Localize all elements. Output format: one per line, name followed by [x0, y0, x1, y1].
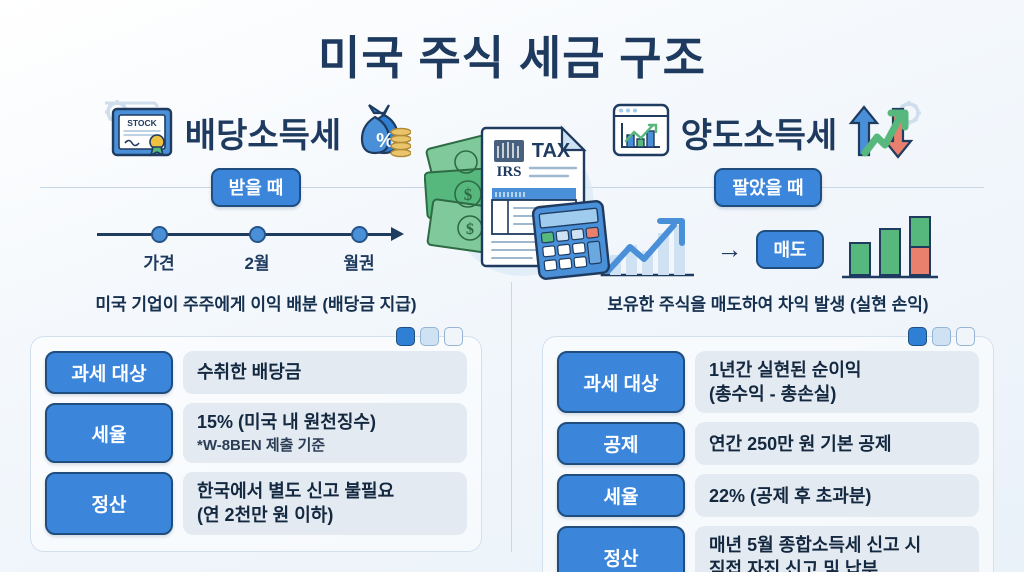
dividend-caption: 미국 기업이 주주에게 이익 배분 (배당금 지급) — [95, 295, 417, 314]
capital-gains-tax-column: 양도소득세 팔았을 때 — [512, 92, 1024, 572]
row-key: 과세 대상 — [45, 351, 173, 394]
table-row: 세율 15% (미국 내 원천징수) *W-8BEN 제출 기준 — [45, 403, 467, 464]
sell-flow: → 매도 — [538, 211, 998, 288]
table-row: 세율 22% (공제 후 초과분) — [557, 474, 979, 518]
svg-text:$: $ — [466, 221, 474, 238]
capital-gains-caption: 보유한 주식을 매도하여 차익 발생 (실현 손익) — [607, 295, 929, 314]
tax-label: TAX — [532, 140, 571, 162]
row-value-line: 22% (공제 후 초과분) — [709, 485, 872, 506]
row-key: 과세 대상 — [557, 351, 685, 414]
timeline-arrow-icon — [391, 227, 404, 241]
row-key: 공제 — [557, 422, 685, 466]
profit-loss-bars-icon — [838, 211, 942, 288]
row-value-line: 15% (미국 내 원천징수) — [197, 412, 376, 432]
table-row: 공제 연간 250만 원 기본 공제 — [557, 422, 979, 466]
irs-tax-document-illustration: $ $ IRS TAX — [423, 112, 614, 280]
chart-window-icon — [611, 101, 671, 164]
capital-gains-section-title: 양도소득세 — [680, 116, 838, 155]
timeline: 가견 2월 월권 — [97, 217, 415, 281]
timeline-label-1: 가견 — [143, 254, 175, 273]
capital-gains-badge-row: 팔았을 때 — [512, 167, 1024, 207]
irs-label: IRS — [496, 164, 521, 180]
step-chip-active[interactable] — [396, 327, 415, 346]
money-bag-percent-icon: % — [351, 101, 412, 164]
row-value: 15% (미국 내 원천징수) *W-8BEN 제출 기준 — [183, 403, 467, 464]
timeline-label-2: 2월 — [244, 254, 270, 273]
up-down-arrows-icon — [847, 99, 925, 166]
rising-line-chart-icon — [594, 211, 702, 288]
sell-action-badge[interactable]: 매도 — [756, 229, 824, 269]
capital-gains-section-header: 양도소득세 — [512, 92, 1024, 172]
row-key: 세율 — [557, 474, 685, 518]
row-value-line: 매년 5월 종합소득세 신고 시 — [709, 535, 922, 556]
row-value-line: 한국에서 별도 신고 불필요 — [197, 481, 395, 502]
card-step-chips — [396, 327, 463, 346]
row-key: 세율 — [45, 403, 173, 464]
dividend-badge-row: 받을 때 — [0, 167, 512, 207]
row-key: 정산 — [557, 526, 685, 572]
page-header: 미국 주식 세금 구조 — [0, 0, 1024, 88]
row-value-line: (총수익 - 총손실) — [709, 383, 837, 404]
content-board: STOCK 배당소득세 % — [0, 92, 1024, 572]
table-row: 정산 한국에서 별도 신고 불필요 (연 2천만 원 이하) — [45, 472, 467, 535]
sold-badge[interactable]: 팔았을 때 — [714, 167, 822, 207]
dividend-detail-card: 과세 대상 수취한 배당금 세율 15% (미국 내 원천징수) *W-8BEN… — [30, 327, 482, 552]
timeline-point — [151, 226, 168, 243]
step-chip-mid[interactable] — [932, 327, 951, 346]
dividend-tax-column: STOCK 배당소득세 % — [0, 92, 512, 572]
row-value: 1년간 실현된 순이익 (총수익 - 총손실) — [695, 351, 979, 414]
table-row: 과세 대상 수취한 배당금 — [45, 351, 467, 394]
stock-certificate-icon: STOCK — [101, 99, 175, 166]
flow-arrow-icon: → — [716, 234, 743, 264]
timeline-axis — [97, 233, 393, 236]
row-value-line: 직접 자진 신고 및 납부 — [709, 559, 879, 572]
money-dollar-symbol: $ — [464, 185, 473, 204]
center-vertical-divider — [511, 282, 512, 552]
table-row: 과세 대상 1년간 실현된 순이익 (총수익 - 총손실) — [557, 351, 979, 414]
row-value: 연간 250만 원 기본 공제 — [695, 422, 979, 466]
dividend-section-title: 배당소득세 — [184, 116, 342, 155]
timeline-label-3: 월권 — [343, 254, 375, 273]
row-value: 한국에서 별도 신고 불필요 (연 2천만 원 이하) — [183, 472, 467, 535]
page-title: 미국 주식 세금 구조 — [318, 32, 706, 84]
sell-flow-visual: → 매도 — [512, 206, 1024, 292]
table-row: 정산 매년 5월 종합소득세 신고 시 직접 자진 신고 및 납부 — [557, 526, 979, 572]
svg-text:%: % — [376, 130, 394, 152]
step-chip-mid[interactable] — [420, 327, 439, 346]
step-chip-active[interactable] — [908, 327, 927, 346]
timeline-point — [249, 226, 266, 243]
row-value-line: 수취한 배당금 — [197, 362, 302, 383]
row-value: 22% (공제 후 초과분) — [695, 474, 979, 518]
dividend-timeline-visual: 가견 2월 월권 — [0, 206, 512, 292]
row-value-line: 1년간 실현된 순이익 — [709, 360, 862, 380]
row-value: 매년 5월 종합소득세 신고 시 직접 자진 신고 및 납부 — [695, 526, 979, 572]
row-value: 수취한 배당금 — [183, 351, 467, 394]
row-value-line: (연 2천만 원 이하) — [197, 504, 334, 525]
row-value-note: *W-8BEN 제출 기준 — [197, 436, 326, 454]
step-chip-inactive[interactable] — [956, 327, 975, 346]
step-chip-inactive[interactable] — [444, 327, 463, 346]
stock-label: STOCK — [127, 118, 157, 128]
row-key: 정산 — [45, 472, 173, 535]
timeline-point — [351, 226, 368, 243]
dividend-section-header: STOCK 배당소득세 % — [0, 92, 512, 172]
receive-badge[interactable]: 받을 때 — [210, 167, 302, 207]
row-value-line: 연간 250만 원 기본 공제 — [709, 433, 892, 454]
capital-gains-detail-card: 과세 대상 1년간 실현된 순이익 (총수익 - 총손실) 공제 연간 250만… — [542, 327, 994, 572]
card-step-chips — [908, 327, 975, 346]
